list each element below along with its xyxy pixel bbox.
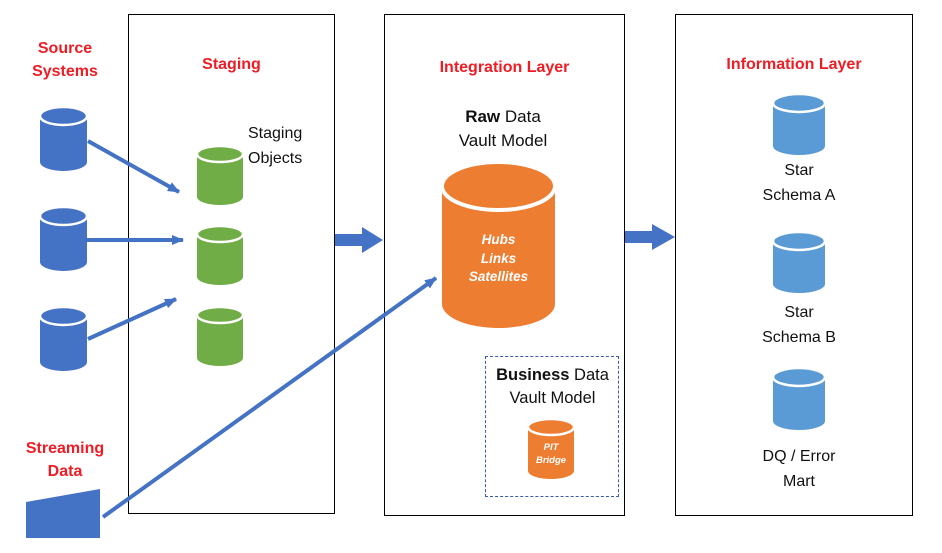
arrow-integration-to-information [625, 224, 675, 250]
staging-db-cylinder-1 [195, 144, 245, 205]
pit-bridge-cylinder [526, 417, 576, 479]
staging-layer-box [128, 14, 335, 514]
source-systems-label: Source Systems [32, 40, 98, 80]
information-layer-title: Information Layer [726, 56, 862, 73]
mart-label-star-b: Star Schema B [762, 304, 836, 346]
arrow-source1-to-staging1 [87, 139, 180, 194]
mart-cylinder-star-b [771, 230, 827, 293]
mart-label-dq-error: DQ / Error Mart [762, 448, 836, 490]
arrow-staging-to-integration [335, 227, 383, 253]
streaming-data-label: Streaming Data [25, 440, 105, 480]
mart-label-star-a: Star Schema A [762, 162, 836, 204]
staging-db-cylinder-3 [195, 305, 245, 366]
pit-bridge-label: PIT Bridge [535, 442, 567, 466]
staging-title: Staging [202, 56, 261, 73]
business-vault-label: Business Data Vault Model [496, 366, 609, 407]
raw-vault-cylinder [440, 160, 557, 328]
raw-vault-label: Raw Data Vault Model [458, 107, 548, 150]
streaming-data-shape [26, 489, 100, 538]
arrow-source3-to-staging3 [87, 297, 177, 341]
mart-cylinder-star-a [771, 92, 827, 155]
raw-vault-contents: Hubs Links Satellites [468, 232, 529, 284]
source-db-cylinder-1 [38, 105, 89, 171]
information-layer-box [675, 14, 913, 516]
integration-layer-box [384, 14, 625, 516]
arrow-streaming-to-raw-vault [101, 276, 438, 519]
integration-layer-title: Integration Layer [439, 59, 570, 76]
source-db-cylinder-3 [38, 305, 89, 371]
business-vault-box [485, 356, 619, 497]
mart-cylinder-dq-error [771, 366, 827, 430]
source-db-cylinder-2 [38, 205, 89, 271]
staging-db-cylinder-2 [195, 224, 245, 285]
staging-objects-label: Staging Objects [248, 125, 303, 167]
